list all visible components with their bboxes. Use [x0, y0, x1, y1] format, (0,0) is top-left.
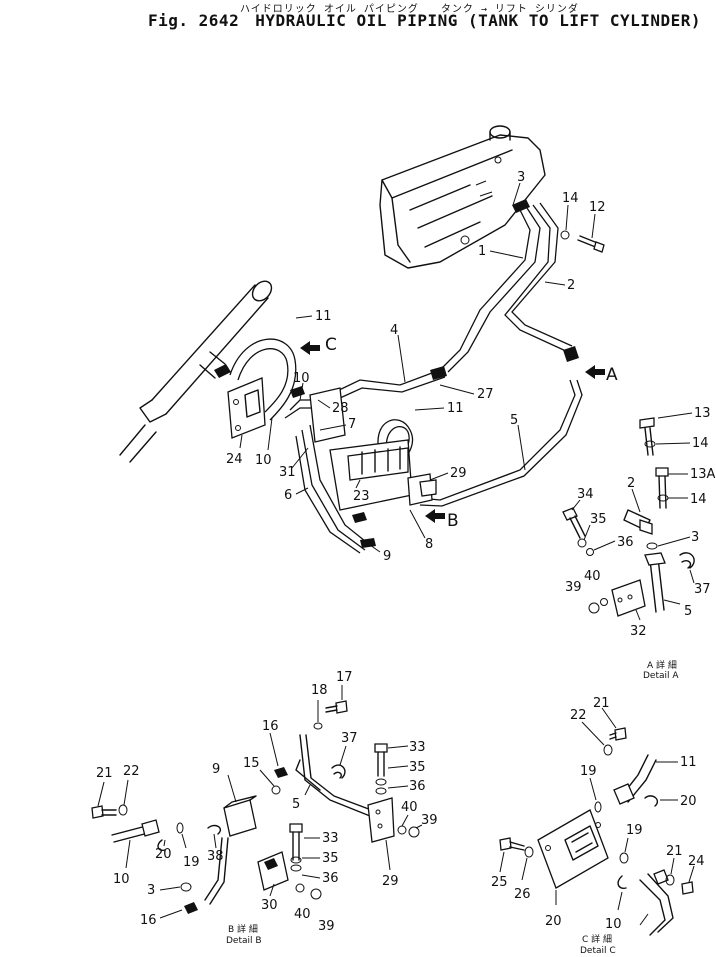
part-label: 1 — [478, 244, 486, 259]
hydraulic-tank — [379, 125, 546, 269]
part-label: 3 — [517, 170, 525, 185]
view-B-label: B — [447, 511, 459, 531]
part-label: 11 — [680, 755, 697, 770]
part-label: 35 — [322, 851, 339, 866]
part-label: 12 — [589, 200, 606, 215]
part-label: 32 — [630, 624, 647, 639]
part-label: 15 — [243, 756, 260, 771]
main-part-labels: 3 14 12 1 2 11 4 27 28 7 11 10 24 10 31 … — [226, 170, 606, 564]
part-label: 8 — [425, 537, 433, 552]
part-label: 26 — [514, 887, 531, 902]
part-label: 39 — [318, 919, 335, 934]
part-label: 16 — [262, 719, 279, 734]
flange-plate-24 — [227, 377, 266, 439]
part-label: 7 — [348, 417, 356, 432]
detail-c-caption-jp: C 詳 細 — [582, 933, 612, 945]
part-label: 37 — [341, 731, 358, 746]
part-label: 20 — [155, 847, 172, 862]
detail-b: 17 18 16 37 33 15 35 36 5 29 — [91, 670, 438, 946]
part-label: 14 — [690, 492, 707, 507]
figure-title: Fig. 2642 HYDRAULIC OIL PIPING (TANK TO L… — [148, 11, 716, 30]
part-label: 19 — [580, 764, 597, 779]
part-label: 10 — [113, 872, 130, 887]
detail-c-caption: Detail C — [580, 946, 616, 956]
part-label: 22 — [570, 708, 587, 723]
part-label: 27 — [477, 387, 494, 402]
part-label: 2 — [627, 476, 635, 491]
part-label: 4 — [390, 323, 398, 338]
part-label: 34 — [577, 487, 594, 502]
detail-b-caption: Detail B — [226, 936, 262, 946]
part-label: 29 — [382, 874, 399, 889]
part-label: 35 — [590, 512, 607, 527]
part-label: 5 — [510, 413, 518, 428]
part-label: 39 — [565, 580, 582, 595]
view-arrows: A B C — [300, 335, 618, 531]
part-label: 23 — [353, 489, 370, 504]
part-label: 21 — [666, 844, 683, 859]
part-label: 5 — [292, 797, 300, 812]
part-label: 11 — [447, 401, 464, 416]
detail-a-caption-jp: A 詳 細 — [647, 659, 677, 671]
part-label: 22 — [123, 764, 140, 779]
part-label: 14 — [692, 436, 709, 451]
part-label: 17 — [336, 670, 353, 685]
part-label: 31 — [279, 465, 296, 480]
part-label: 11 — [315, 309, 332, 324]
part-label: 2 — [567, 278, 575, 293]
part-label: 40 — [401, 800, 418, 815]
part-label: 29 — [450, 466, 467, 481]
part-label: 19 — [626, 823, 643, 838]
part-label: 21 — [593, 696, 610, 711]
part-label: 14 — [562, 191, 579, 206]
part-label: 19 — [183, 855, 200, 870]
figure-caption: HYDRAULIC OIL PIPING (TANK TO LIFT CYLIN… — [255, 11, 702, 30]
view-A-label: A — [606, 365, 618, 385]
figure-number: Fig. 2642 — [148, 11, 240, 30]
part-label: 10 — [255, 453, 272, 468]
part-label: 18 — [311, 683, 328, 698]
detail-a-caption: Detail A — [643, 671, 679, 681]
part-label: 35 — [409, 760, 426, 775]
part-label: 25 — [491, 875, 508, 890]
part-label: 5 — [684, 604, 692, 619]
part-label: 30 — [261, 898, 278, 913]
part-label: 28 — [332, 401, 349, 416]
part-label: 21 — [96, 766, 113, 781]
part-label: 36 — [617, 535, 634, 550]
part-label: 16 — [140, 913, 157, 928]
part-label: 20 — [545, 914, 562, 929]
part-label: 36 — [409, 779, 426, 794]
part-label: 9 — [383, 549, 391, 564]
part-label: 36 — [322, 871, 339, 886]
part-label: 10 — [293, 371, 310, 386]
part-label: 24 — [688, 854, 705, 869]
detail-c: 21 22 11 19 20 19 25 26 20 — [491, 696, 705, 956]
part-label: 10 — [605, 917, 622, 932]
part-label: 33 — [409, 740, 426, 755]
japanese-title: ハイドロリック オイル パイピング タンク → リフト シリンダ — [240, 4, 579, 15]
part-label: 3 — [691, 530, 699, 545]
part-label: 40 — [584, 569, 601, 584]
valve-block-23 — [309, 387, 437, 511]
lift-cylinder — [119, 280, 273, 463]
part-label: 33 — [322, 831, 339, 846]
part-label: 9 — [212, 762, 220, 777]
detail-a: 13 14 13A 14 34 35 2 36 3 37 — [562, 406, 716, 681]
part-label: 39 — [421, 813, 438, 828]
part-label: 40 — [294, 907, 311, 922]
part-label: 37 — [694, 582, 711, 597]
part-label: 6 — [284, 488, 292, 503]
part-label: 13A — [690, 467, 716, 482]
part-label: 3 — [147, 883, 155, 898]
part-label: 20 — [680, 794, 697, 809]
part-label: 24 — [226, 452, 243, 467]
main-piping — [229, 202, 583, 554]
view-C-label: C — [325, 335, 337, 355]
bolt-12 — [560, 230, 605, 253]
part-label: 13 — [694, 406, 711, 421]
detail-b-caption-jp: B 詳 細 — [228, 923, 258, 935]
